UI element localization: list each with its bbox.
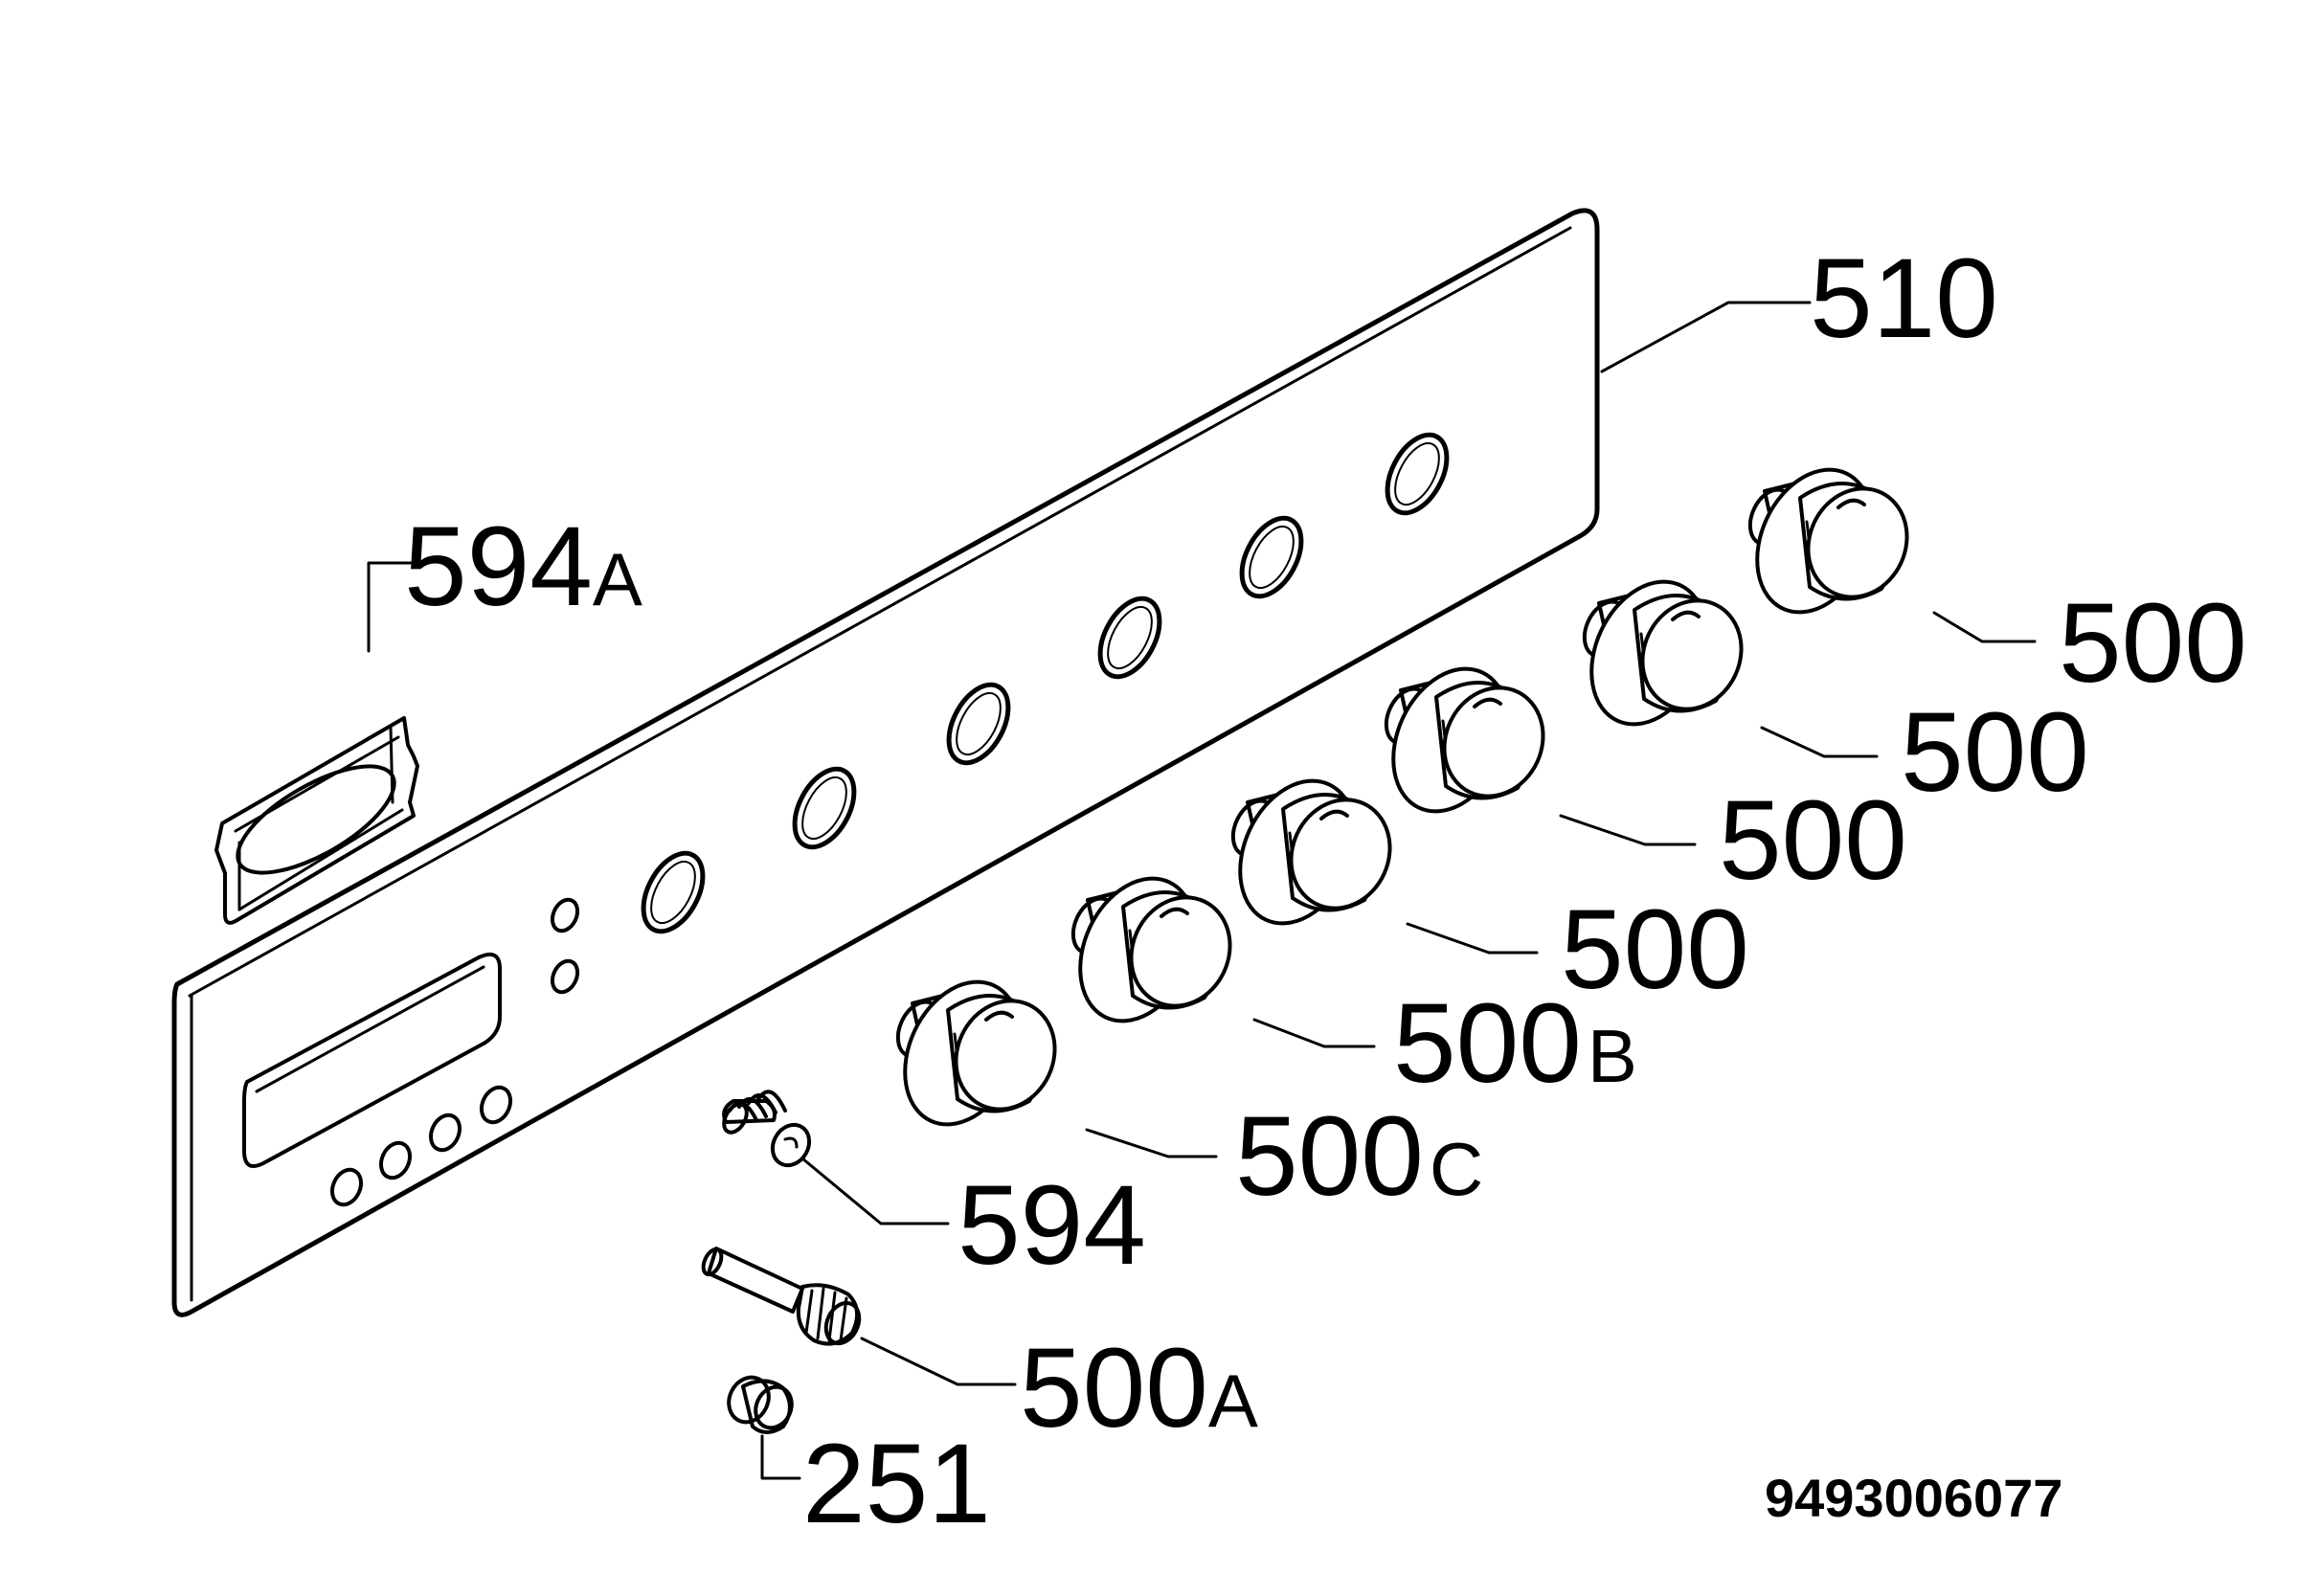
knob-2 — [1582, 579, 1744, 727]
leader-knob-6 — [1085, 1128, 1218, 1158]
spring-part — [722, 1090, 812, 1168]
control-knobs — [895, 467, 1909, 1127]
display-buttons — [329, 1085, 513, 1207]
callout-594a: 594A — [404, 504, 642, 630]
leader-500a — [860, 1337, 1017, 1386]
knob-6 — [895, 979, 1057, 1127]
leader-knob-1 — [1932, 611, 2037, 643]
leader-594a — [367, 561, 414, 653]
knob-1 — [1747, 467, 1909, 615]
knob-4 — [1230, 778, 1392, 926]
document-number: 9493006077 — [1765, 1468, 2062, 1528]
callout-knob-2: 500 — [1901, 689, 2089, 816]
leader-knob-2 — [1760, 726, 1879, 758]
callout-knob-1: 500 — [2059, 580, 2247, 707]
control-panel — [171, 208, 1600, 1317]
indicator-lights — [550, 897, 580, 995]
leader-knob-3 — [1559, 814, 1697, 846]
knob-3 — [1384, 666, 1545, 814]
leader-251 — [760, 1434, 801, 1480]
knob-5 — [1070, 876, 1232, 1023]
display-window — [242, 953, 502, 1168]
knob-holes — [641, 432, 1450, 934]
leader-knob-4 — [1406, 922, 1539, 955]
shaft-part — [701, 1247, 862, 1346]
leader-510 — [1600, 301, 1812, 373]
callout-594: 594 — [958, 1162, 1146, 1289]
callout-knob-6: 500C — [1235, 1093, 1483, 1220]
leader-knob-5 — [1252, 1018, 1376, 1048]
panel-insert — [214, 716, 419, 925]
callout-knob-5: 500B — [1393, 980, 1637, 1107]
callout-500a: 500A — [1020, 1325, 1258, 1451]
leader-594 — [800, 1157, 950, 1225]
button-part — [727, 1375, 794, 1434]
callout-knob-3: 500 — [1719, 777, 1907, 904]
callout-251: 251 — [802, 1421, 991, 1547]
callout-knob-4: 500 — [1561, 887, 1749, 1013]
callout-510: 510 — [1810, 236, 1998, 362]
